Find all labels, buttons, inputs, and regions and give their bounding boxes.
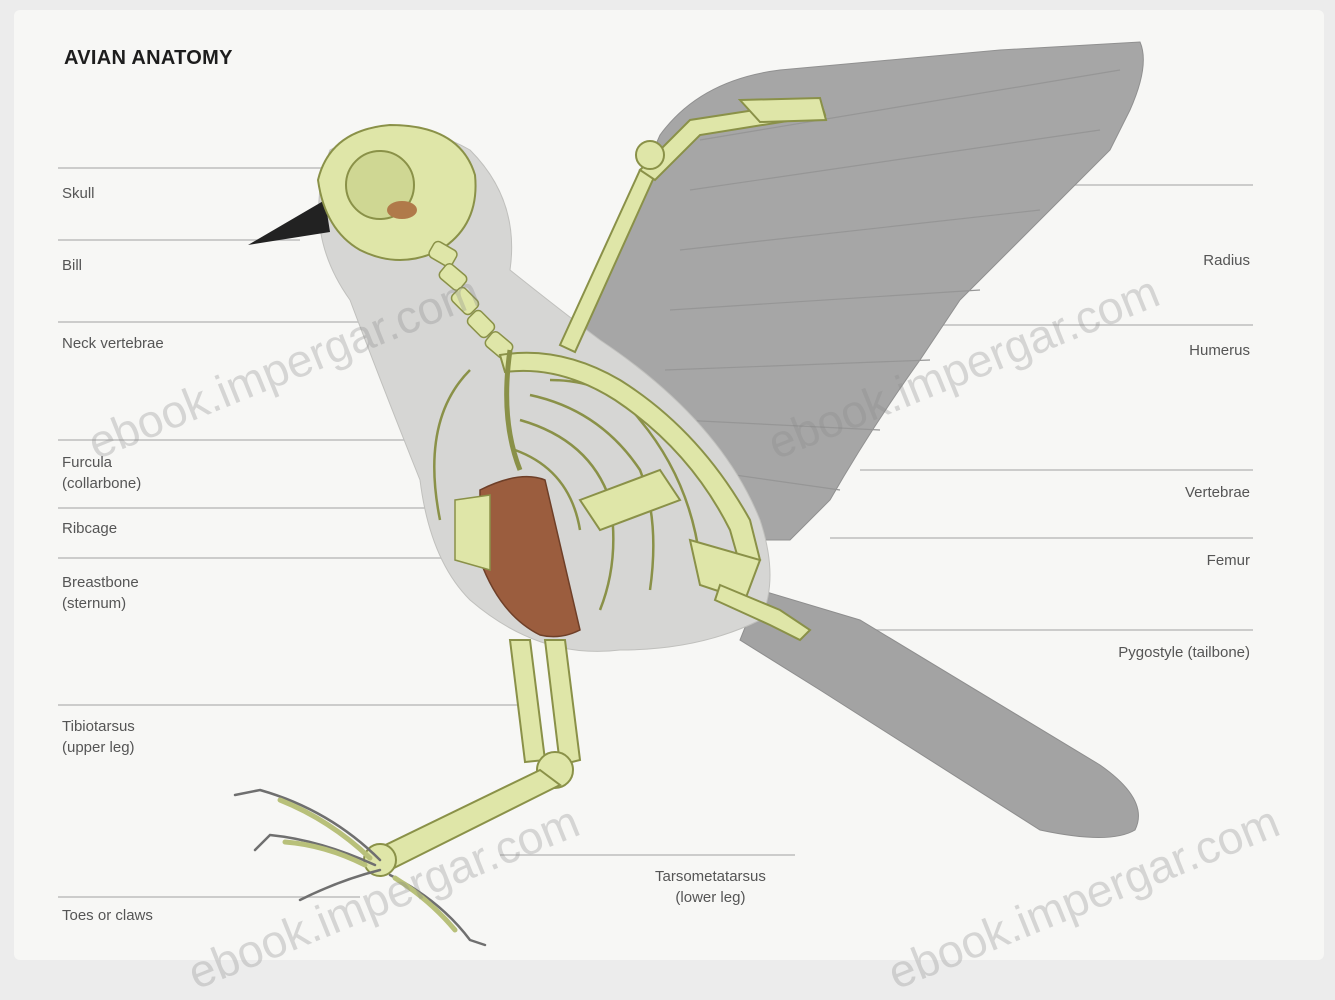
- beak: [248, 200, 330, 245]
- bird-illustration: [0, 0, 1335, 970]
- label-ribcage: Ribcage: [62, 518, 117, 539]
- label-pygostyle: Pygostyle (tailbone): [1118, 642, 1250, 663]
- skull-detail: [387, 201, 417, 219]
- label-vertebrae: Vertebrae: [1185, 482, 1250, 503]
- label-toes: Toes or claws: [62, 905, 153, 926]
- diagram-title: AVIAN ANATOMY: [64, 47, 233, 70]
- leg-bones: [364, 640, 580, 876]
- label-radius: Radius: [1203, 250, 1250, 271]
- label-furcula: Furcula (collarbone): [62, 452, 141, 494]
- toe-bones: [280, 800, 455, 930]
- label-femur: Femur: [1207, 550, 1250, 571]
- femur-bone: [510, 640, 545, 762]
- label-humerus: Humerus: [1189, 340, 1250, 361]
- label-breastbone: Breastbone (sternum): [62, 572, 139, 614]
- tibiotarsus-bone: [545, 640, 580, 765]
- coracoid-bone: [455, 495, 490, 570]
- label-tibiotarsus: Tibiotarsus (upper leg): [62, 716, 135, 758]
- label-bill: Bill: [62, 255, 82, 276]
- label-neck-vertebrae: Neck vertebrae: [62, 333, 164, 354]
- wrist-joint: [636, 141, 664, 169]
- label-tarsometatarsus: Tarsometatarsus (lower leg): [655, 866, 766, 908]
- label-skull: Skull: [62, 183, 95, 204]
